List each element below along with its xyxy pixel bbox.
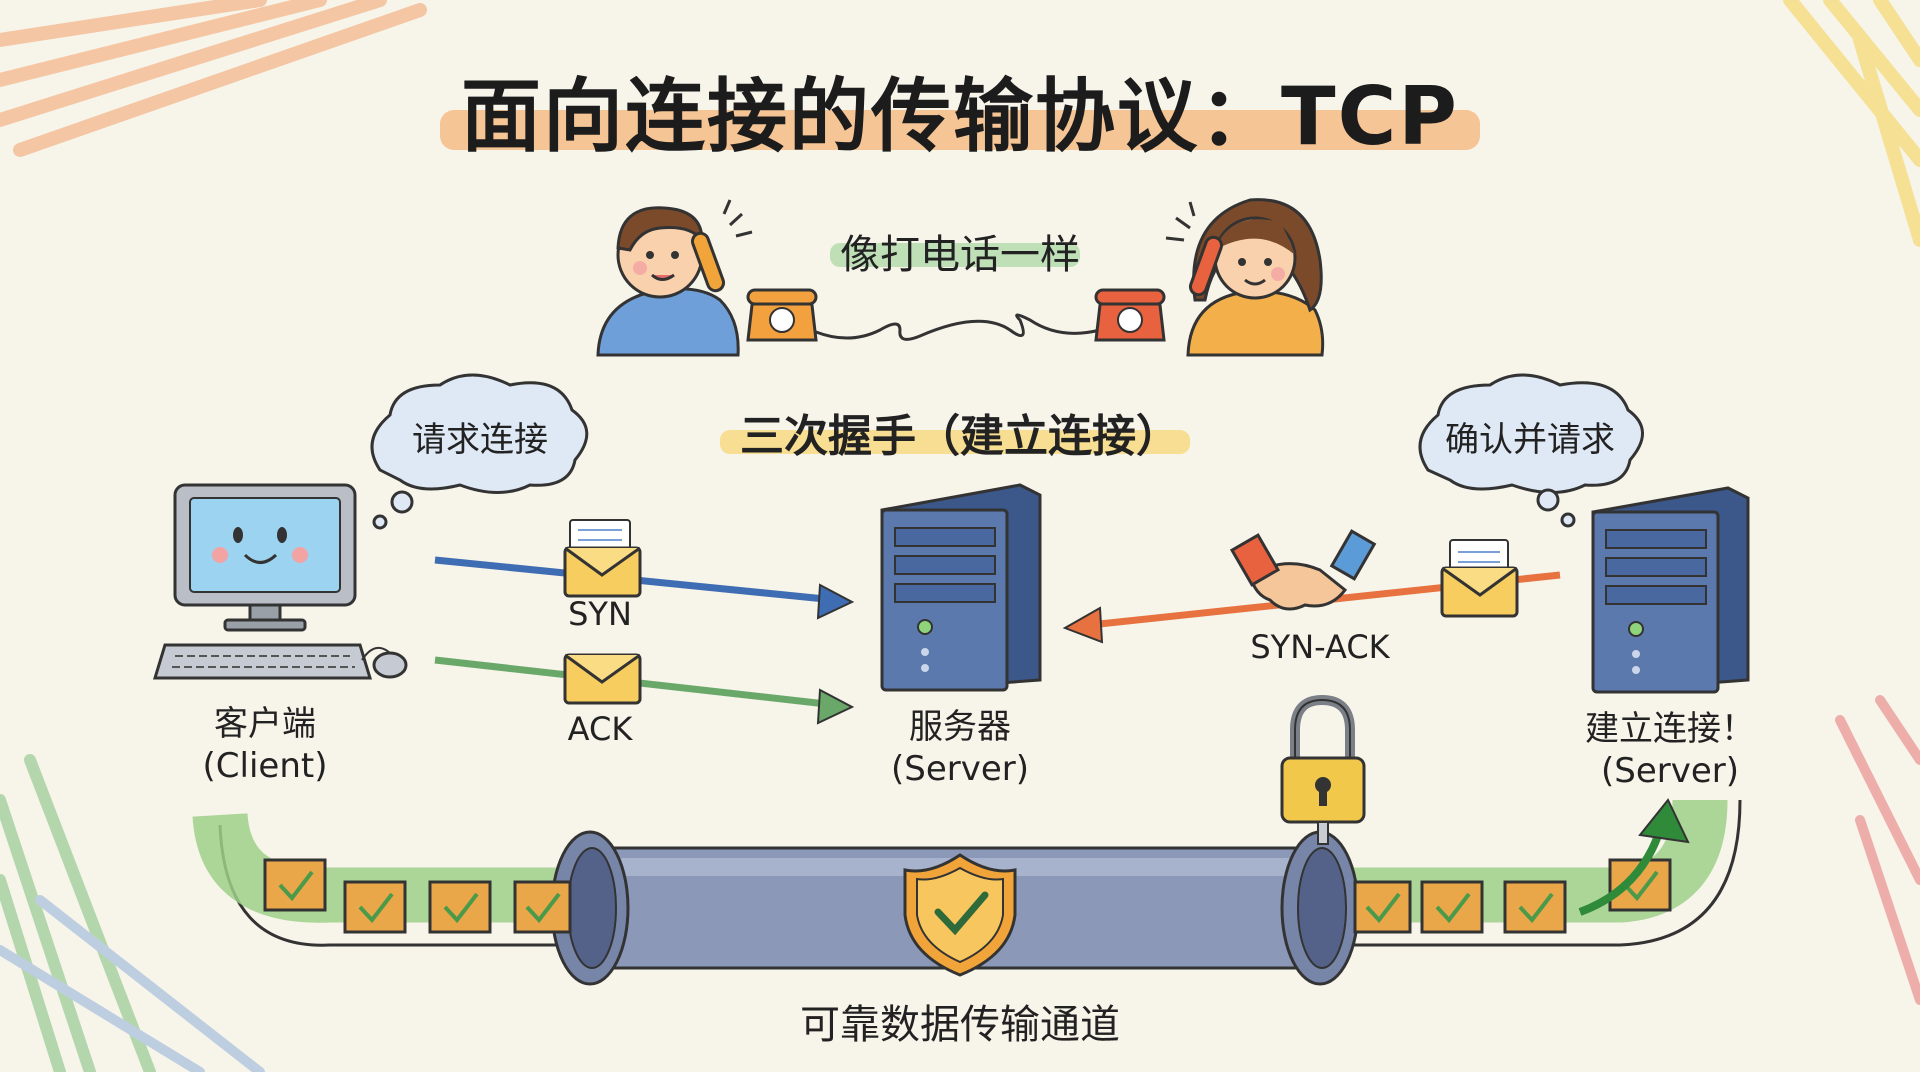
data-packet-box [343, 880, 407, 934]
data-packet-box [513, 880, 572, 934]
client-label: 客户端 (Client) [165, 703, 365, 787]
server-thought-bubble [1418, 373, 1644, 528]
right-server-role: (Server) [1600, 751, 1740, 791]
data-packet-box [263, 858, 327, 912]
phone-analogy-subtitle: 像打电话一样 [840, 232, 1080, 278]
phone-cord [815, 313, 1101, 341]
middle-server-label: 服务器 (Server) [860, 706, 1060, 790]
right-telephone-icon [1094, 288, 1166, 342]
padlock-icon [1280, 694, 1366, 845]
page-title: 面向连接的传输协议：TCP [461, 70, 1459, 163]
data-packet-box [1503, 880, 1567, 934]
handshake-icon [1229, 529, 1377, 611]
right-server-label: 建立连接！ (Server) [1560, 708, 1780, 792]
middle-server-icon [880, 483, 1042, 692]
syn-envelope-icon [563, 519, 642, 598]
girl-on-phone-icon [1165, 198, 1325, 357]
data-packet-box [1353, 880, 1412, 934]
middle-server-role: (Server) [890, 749, 1030, 789]
syn-ack-envelope-icon [1440, 539, 1519, 618]
client-thought-text: 请求连接 [412, 420, 548, 460]
client-thought-bubble [370, 373, 589, 530]
server-thought-text: 确认并请求 [1445, 420, 1615, 460]
shield-check-icon [903, 853, 1017, 977]
data-packet-box [1420, 880, 1484, 934]
data-packet-box [428, 880, 492, 934]
right-server-icon [1591, 486, 1750, 694]
middle-server-name: 服务器 [909, 707, 1011, 747]
pipe-label: 可靠数据传输通道 [800, 1002, 1120, 1048]
client-computer-icon [152, 483, 408, 680]
handshake-title-highlight [720, 430, 1190, 454]
handshake-title: 三次握手（建立连接） [740, 411, 1180, 462]
title-highlight [440, 110, 1480, 150]
client-name: 客户端 [214, 704, 316, 744]
data-packet-boxes [263, 858, 1672, 934]
client-role: (Client) [202, 746, 328, 786]
ack-envelope-icon [563, 653, 642, 705]
up-arrow-icon [1578, 798, 1690, 916]
left-telephone-icon [746, 288, 818, 342]
subtitle-highlight [830, 243, 1080, 267]
ack-label: ACK [567, 710, 633, 748]
right-server-name: 建立连接！ [1585, 709, 1755, 749]
syn-label: SYN [568, 595, 632, 633]
boy-on-phone-icon [596, 199, 753, 357]
syn-ack-label: SYN-ACK [1250, 628, 1390, 666]
